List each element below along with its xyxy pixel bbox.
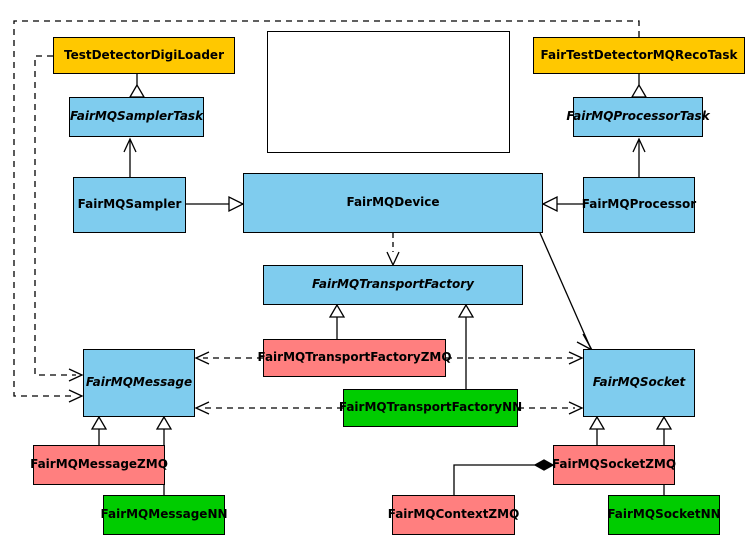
node-fairmq-processor-task[interactable]: FairMQProcessorTask (566, 97, 710, 137)
node-fairmq-device[interactable]: FairMQDevice (243, 173, 543, 233)
edge-sampler-inherits-device (186, 195, 245, 213)
node-fairmq-sampler-task[interactable]: FairMQSamplerTask (69, 97, 204, 137)
node-fairmq-message-nn[interactable]: FairMQMessageNN (100, 495, 228, 535)
edge-processor-inherits-device (541, 195, 583, 213)
node-fairmq-transport-factory-nn[interactable]: FairMQTransportFactoryNN (339, 389, 522, 427)
edge-factorynn-inherits-factory (457, 303, 475, 389)
edge-factoryzmq-creates-message (194, 351, 263, 365)
node-fairmq-message[interactable]: FairMQMessage (83, 349, 195, 417)
edge-processor-uses-processortask (632, 137, 646, 177)
edge-factoryzmq-creates-socket (446, 351, 584, 365)
node-fairmq-processor[interactable]: FairMQProcessor (582, 177, 696, 233)
node-fairmq-socket[interactable]: FairMQSocket (583, 349, 695, 417)
node-fairmq-sampler[interactable]: FairMQSampler (73, 177, 186, 233)
edge-recotask-uses-message (13, 20, 640, 403)
edge-socketzmq-inherits-socket (588, 415, 606, 445)
edge-socketzmq-composes-contextzmq (453, 459, 555, 495)
edge-factorynn-creates-message (194, 401, 343, 415)
edge-factorynn-creates-socket (518, 401, 584, 415)
node-test-detector-digi-loader[interactable]: TestDetectorDigiLoader (53, 37, 235, 74)
node-fair-test-detector-mq-reco-task[interactable]: FairTestDetectorMQRecoTask (533, 37, 745, 74)
edge-digiloader-uses-message (34, 55, 84, 382)
node-fairmq-socket-zmq[interactable]: FairMQSocketZMQ (552, 445, 676, 485)
node-fairmq-message-zmq[interactable]: FairMQMessageZMQ (30, 445, 168, 485)
edge-sampler-uses-samplertask (123, 137, 137, 177)
edge-digiloader-inherits-samplertask (128, 74, 146, 98)
node-fairmq-transport-factory-zmq[interactable]: FairMQTransportFactoryZMQ (257, 339, 452, 377)
edge-device-uses-socket (539, 232, 594, 352)
node-fairmq-transport-factory[interactable]: FairMQTransportFactory (263, 265, 523, 305)
node-fairmq-context-zmq[interactable]: FairMQContextZMQ (388, 495, 519, 535)
node-fairmq-socket-nn[interactable]: FairMQSocketNN (607, 495, 721, 535)
edge-recotask-inherits-processortask (630, 74, 648, 98)
edge-messagezmq-inherits-message (90, 415, 108, 445)
edge-factoryzmq-inherits-factory (328, 303, 346, 339)
edge-device-uses-transportfactory (386, 233, 400, 267)
legend-panel (267, 31, 510, 153)
